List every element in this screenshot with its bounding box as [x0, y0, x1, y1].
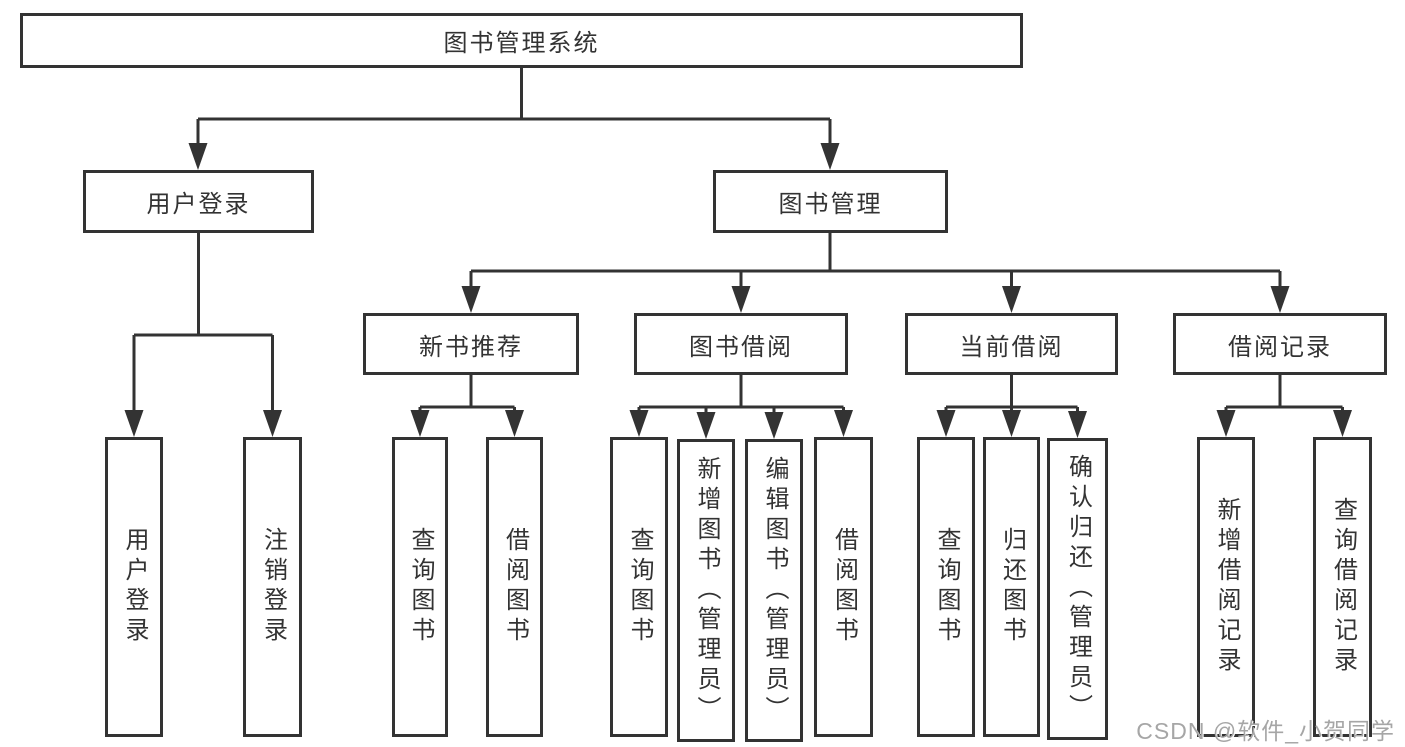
leaf-user-login: 用户登录: [105, 437, 163, 737]
leaf-borrowing-borrow-books-label: 借阅图书: [830, 527, 858, 647]
watermark: CSDN @软件_小贺同学: [1136, 718, 1395, 744]
node-current-borrowing-label: 当前借阅: [959, 333, 1064, 361]
leaf-borrowing-borrow-books: 借阅图书: [814, 437, 873, 737]
leaf-user-login-label: 用户登录: [121, 527, 148, 647]
node-book-borrowing-label: 图书借阅: [689, 333, 793, 361]
leaf-return-books-label: 归还图书: [998, 527, 1026, 647]
leaf-add-books-admin-label: 新增图书（管理员）: [693, 455, 720, 726]
node-book-management: 图书管理: [713, 170, 948, 233]
leaf-return-books: 归还图书: [983, 437, 1040, 737]
leaf-recommend-borrow-books-label: 借阅图书: [501, 527, 529, 647]
node-borrowing-records-label: 借阅记录: [1228, 333, 1332, 361]
leaf-add-borrow-record-label: 新增借阅记录: [1213, 497, 1240, 677]
node-book-management-label: 图书管理: [778, 191, 883, 218]
leaf-logout-label: 注销登录: [259, 527, 287, 647]
leaf-confirm-return-admin: 确认归还（管理员）: [1047, 438, 1108, 740]
node-root-label: 图书管理系统: [443, 30, 600, 57]
node-user-login-label: 用户登录: [146, 191, 251, 218]
leaf-add-borrow-record: 新增借阅记录: [1197, 437, 1255, 737]
node-new-book-recommend: 新书推荐: [363, 313, 579, 375]
node-book-borrowing: 图书借阅: [634, 313, 848, 375]
leaf-confirm-return-admin-label: 确认归还（管理员）: [1064, 454, 1092, 724]
node-user-login: 用户登录: [83, 170, 314, 233]
leaf-edit-books-admin: 编辑图书（管理员）: [745, 439, 803, 742]
node-borrowing-records: 借阅记录: [1173, 313, 1387, 375]
leaf-current-query-books: 查询图书: [917, 437, 975, 737]
node-current-borrowing: 当前借阅: [905, 313, 1118, 375]
leaf-recommend-query-books-label: 查询图书: [407, 527, 434, 647]
node-new-book-recommend-label: 新书推荐: [419, 333, 523, 361]
node-root-system: 图书管理系统: [20, 13, 1023, 68]
leaf-recommend-query-books: 查询图书: [392, 437, 448, 737]
leaf-recommend-borrow-books: 借阅图书: [486, 437, 543, 737]
leaf-add-books-admin: 新增图书（管理员）: [677, 439, 735, 742]
leaf-edit-books-admin-label: 编辑图书（管理员）: [761, 455, 788, 726]
leaf-current-query-books-label: 查询图书: [933, 527, 960, 647]
leaf-borrowing-query-books: 查询图书: [610, 437, 668, 737]
leaf-borrowing-query-books-label: 查询图书: [626, 527, 653, 647]
arrowheads: [124, 143, 1352, 439]
leaf-query-borrow-record: 查询借阅记录: [1313, 437, 1372, 737]
connector-paths: [132, 68, 1344, 420]
leaf-logout: 注销登录: [243, 437, 302, 737]
leaf-query-borrow-record-label: 查询借阅记录: [1329, 497, 1357, 677]
